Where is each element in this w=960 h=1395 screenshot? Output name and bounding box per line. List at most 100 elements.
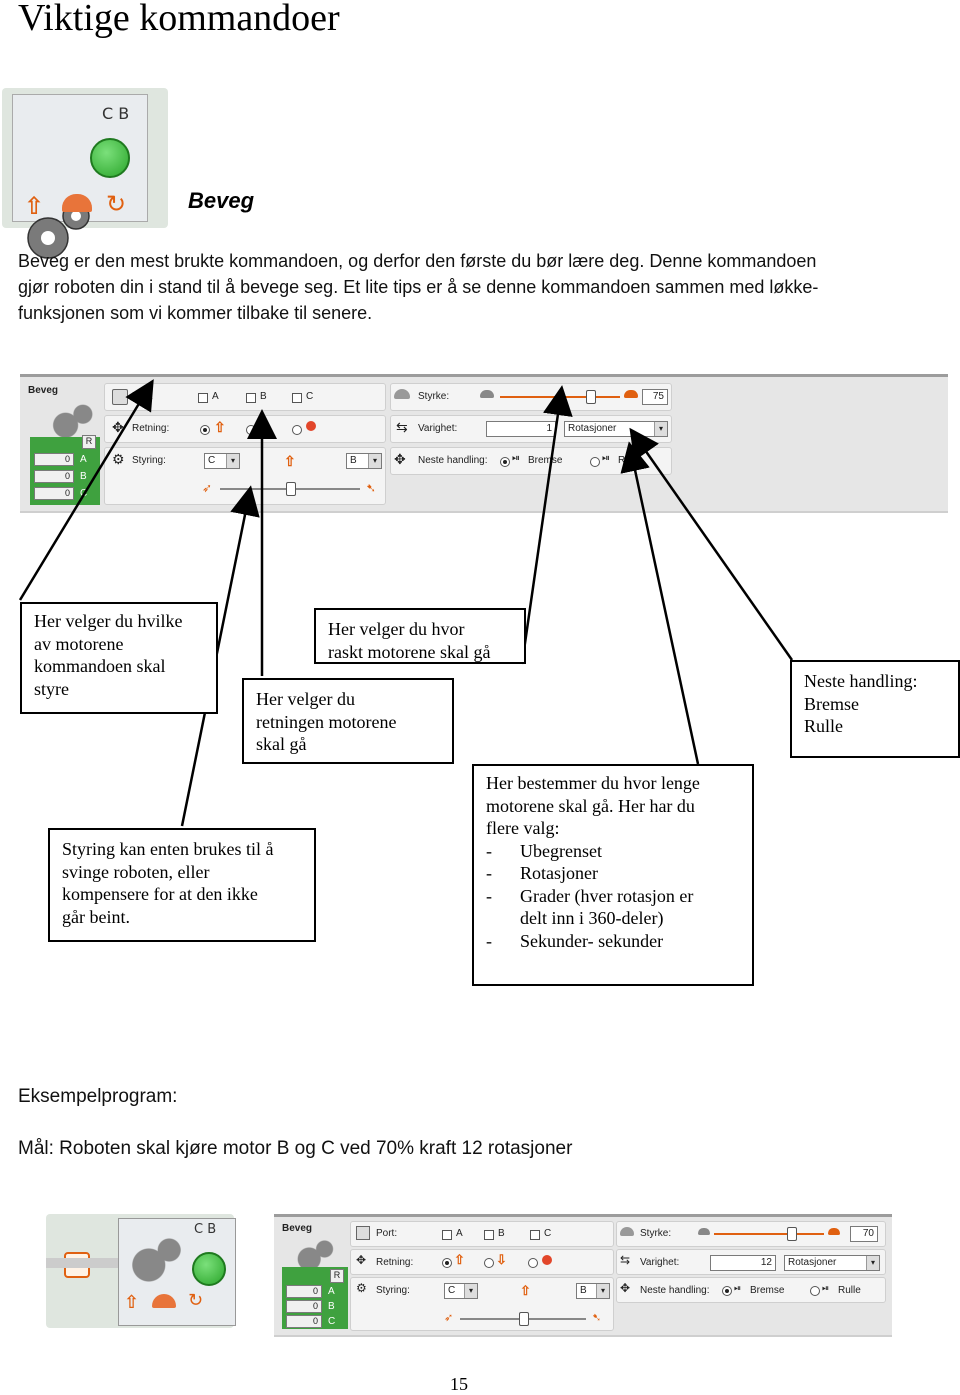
- port-a-checkbox[interactable]: [198, 393, 208, 403]
- steering-row: [350, 1277, 614, 1331]
- port-c-label: C: [306, 391, 314, 402]
- steer-right-icon: ➷: [592, 1312, 602, 1324]
- backward-arrow-icon: ⇩: [496, 1252, 507, 1267]
- callout-line: svinge roboten, eller: [62, 861, 210, 882]
- motor-port-letter: B: [80, 471, 87, 482]
- direction-stop-radio[interactable]: [528, 1258, 538, 1268]
- list-dash: -: [486, 840, 492, 861]
- motor-value-cell: 0: [286, 1285, 322, 1298]
- callout-line: går beint.: [62, 906, 130, 927]
- direction-label: Retning:: [376, 1257, 414, 1268]
- power-input[interactable]: 70: [850, 1226, 878, 1242]
- arrow-power: [520, 385, 573, 665]
- callout-line: raskt motorene skal gå: [328, 641, 491, 662]
- list-dash: -: [486, 863, 492, 883]
- duration-value: 1: [546, 423, 552, 434]
- steering-left-select[interactable]: C▾: [444, 1283, 478, 1299]
- arrow-ports: [18, 379, 154, 601]
- direction-forward-radio[interactable]: [200, 425, 210, 435]
- port-b-checkbox[interactable]: [246, 393, 256, 403]
- duration-input[interactable]: 12: [710, 1255, 776, 1271]
- power-slider-knob[interactable]: [787, 1227, 797, 1241]
- direction-forward-radio[interactable]: [442, 1258, 452, 1268]
- power-high-icon: [828, 1228, 840, 1235]
- stop-icon: [306, 421, 316, 431]
- direction-stop-radio[interactable]: [292, 425, 302, 435]
- power-slider-track[interactable]: [714, 1233, 824, 1235]
- duration-option-text: Grader (hver rotasjon er: [520, 885, 694, 906]
- example-program-block: C B ⇧ ↻: [46, 1214, 236, 1328]
- duration-unit-value: Rotasjoner: [568, 423, 617, 434]
- green-motor-circle: [192, 1252, 226, 1286]
- duration-unit-select[interactable]: Rotasjoner▾: [784, 1255, 880, 1271]
- motor-value-cell: 0: [34, 453, 74, 466]
- direction-icon: ✥: [356, 1253, 367, 1267]
- duration-label: Varighet:: [640, 1257, 680, 1268]
- power-input[interactable]: 75: [642, 389, 668, 405]
- duration-option: -Grader (hver rotasjon er: [486, 885, 740, 908]
- callout-line: motorene skal gå. Her har du: [486, 795, 695, 816]
- duration-option: delt inn i 360-deler): [486, 907, 740, 930]
- steering-right-select[interactable]: B▾: [576, 1283, 610, 1299]
- steering-label: Styring:: [132, 455, 166, 466]
- steering-left-value: C: [208, 455, 216, 466]
- steering-slider-knob[interactable]: [286, 482, 296, 496]
- port-b-checkbox[interactable]: [484, 1230, 494, 1240]
- callout-line: skal gå: [256, 734, 307, 754]
- motor-value-cell: 0: [34, 470, 74, 483]
- port-c-checkbox[interactable]: [530, 1230, 540, 1240]
- direction-backward-radio[interactable]: [484, 1258, 494, 1268]
- direction-row: [104, 415, 386, 443]
- motor-value-cell: 0: [34, 487, 74, 500]
- steering-slider-knob[interactable]: [519, 1312, 529, 1326]
- port-c-checkbox[interactable]: [292, 393, 302, 403]
- chevron-down-icon: ▾: [368, 454, 381, 468]
- rotation-icon: ↻: [188, 1290, 204, 1311]
- intro-line-2: gjør roboten din i stand til å bevege se…: [18, 277, 819, 297]
- callout-line: Rulle: [804, 716, 843, 736]
- steering-right-value: B: [580, 1285, 587, 1296]
- motor-port-letter: C: [328, 1316, 336, 1327]
- page-number: 15: [450, 1374, 468, 1394]
- port-c-label: C: [544, 1228, 552, 1239]
- steering-right-select[interactable]: B▾: [346, 453, 382, 469]
- steering-arrow-icon: ⇧: [284, 453, 296, 469]
- duration-option: -Rotasjoner: [486, 862, 740, 885]
- forward-arrow-icon: ⇧: [214, 419, 226, 435]
- coast-radio[interactable]: [810, 1286, 820, 1296]
- brake-icon: ⏯: [512, 453, 520, 464]
- steering-left-select[interactable]: C▾: [204, 453, 240, 469]
- panel-name: Beveg: [282, 1223, 313, 1234]
- duration-icon: ⇆: [396, 419, 408, 435]
- move-config-panel: Beveg R Port: A B C ✥ Retning: ⇧ ⇩ ⚙ Sty…: [20, 374, 948, 513]
- port-a-label: A: [456, 1228, 463, 1239]
- direction-label: Retning:: [132, 423, 170, 434]
- direction-icon: ✥: [112, 419, 124, 435]
- power-value: 70: [862, 1228, 874, 1239]
- port-row: [350, 1221, 614, 1247]
- coast-radio[interactable]: [590, 457, 600, 467]
- forward-arrow-icon: ⇧: [454, 1252, 465, 1267]
- port-label: Port:: [376, 1228, 398, 1239]
- steering-icon: ⚙: [356, 1281, 367, 1295]
- motor-port-letter: A: [328, 1286, 335, 1297]
- steering-right-value: B: [350, 455, 357, 466]
- power-slider-knob[interactable]: [586, 390, 596, 404]
- next-action-icon: ✥: [620, 1281, 631, 1295]
- brake-radio[interactable]: [500, 457, 510, 467]
- chevron-down-icon: ▾: [866, 1256, 879, 1270]
- power-value: 75: [652, 391, 664, 402]
- block-name-label: Beveg: [188, 188, 255, 213]
- intro-line-3: funksjonen som vi kommer tilbake til sen…: [18, 303, 373, 323]
- next-action-icon: ✥: [394, 451, 406, 467]
- block-port-letters: C B: [194, 1222, 217, 1237]
- brake-radio[interactable]: [722, 1286, 732, 1296]
- port-a-checkbox[interactable]: [442, 1230, 452, 1240]
- speaker-port-icon: [356, 1226, 370, 1240]
- power-label: Styrke:: [418, 391, 450, 402]
- steering-arrow-icon: ⇧: [520, 1283, 531, 1298]
